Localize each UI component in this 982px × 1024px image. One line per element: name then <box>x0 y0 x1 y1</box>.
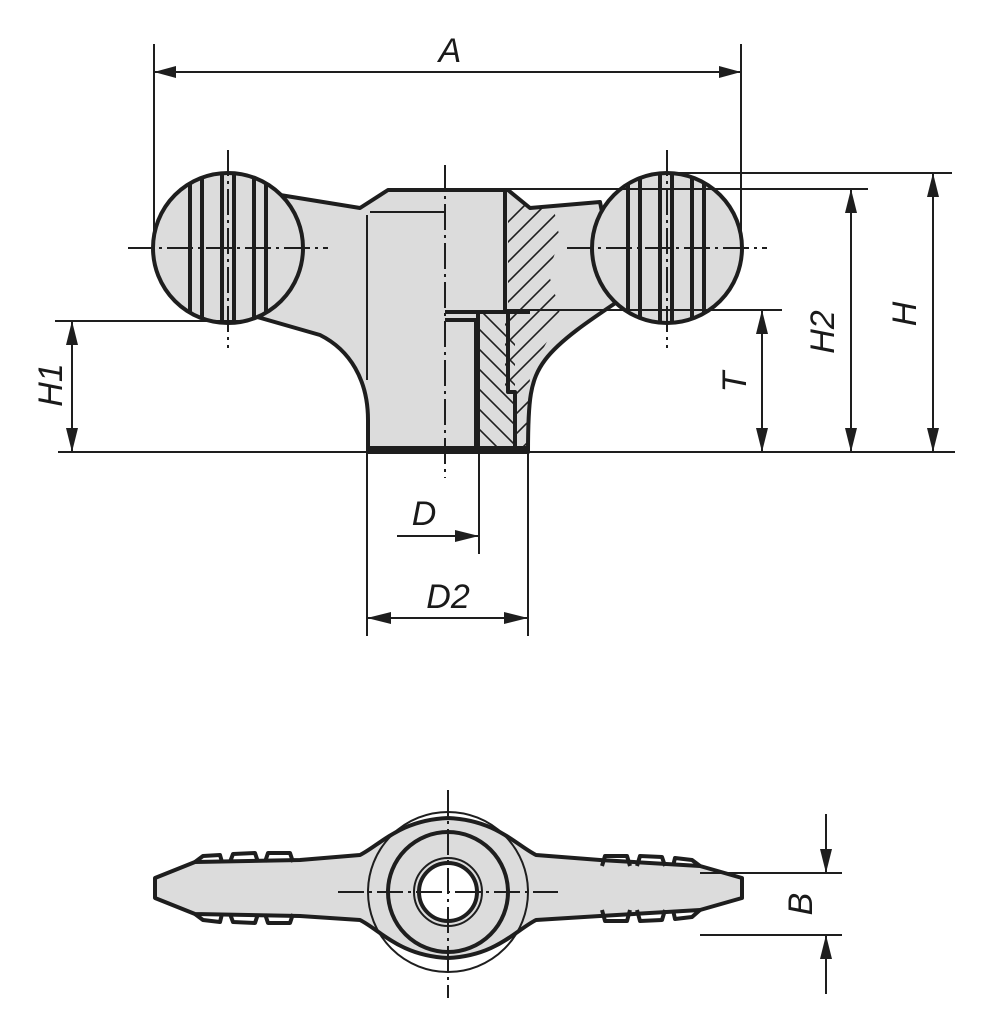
dimension-H1: H1 <box>32 320 240 452</box>
label-D2: D2 <box>426 578 470 616</box>
dimension-D2: D2 <box>366 452 529 636</box>
right-ball-grooves <box>626 173 706 323</box>
label-H2: H2 <box>804 310 842 354</box>
top-view: B <box>153 790 842 998</box>
label-H: H <box>886 301 924 326</box>
knob-body <box>238 188 622 454</box>
dimension-B: B <box>700 814 842 994</box>
label-B: B <box>782 893 820 916</box>
label-A: A <box>437 32 462 70</box>
dimension-H2: H2 <box>508 188 868 452</box>
dimension-A: A <box>153 32 742 248</box>
front-view: A H H2 T <box>32 32 955 636</box>
dimension-T: T <box>505 309 782 452</box>
label-D: D <box>412 495 437 533</box>
section-hatch-insert <box>478 312 515 452</box>
dimension-D: D <box>397 452 480 554</box>
left-wing-ribs <box>193 851 295 925</box>
label-H1: H1 <box>32 363 70 406</box>
left-ball-grooves <box>188 173 268 323</box>
right-wing-ribs <box>600 854 702 923</box>
dimension-H: H <box>667 172 952 452</box>
label-T: T <box>716 369 754 392</box>
